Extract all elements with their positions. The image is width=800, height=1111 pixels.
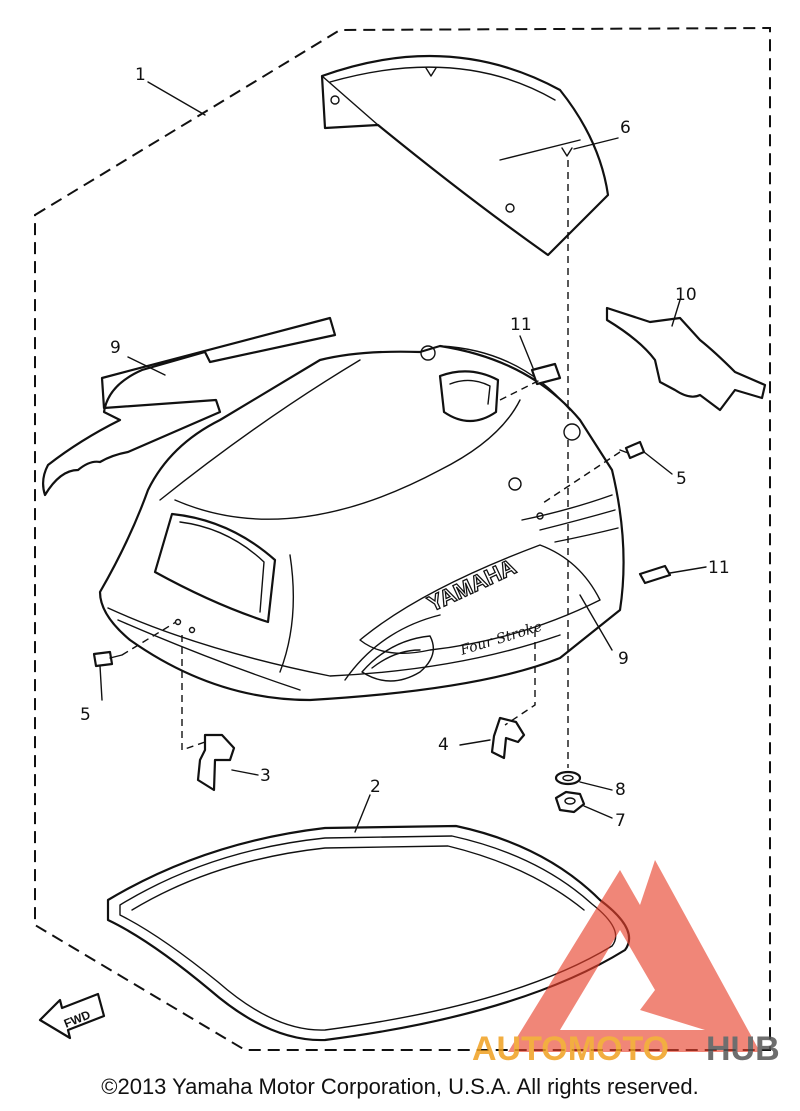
callout-5-left: 5 — [80, 705, 91, 725]
copyright-notice: ©2013 Yamaha Motor Corporation, U.S.A. A… — [101, 1074, 699, 1099]
watermark-text-automoto: AUTOMOTO — [472, 1030, 669, 1068]
callout-9-right: 9 — [618, 649, 629, 669]
part-7-nut[interactable] — [554, 790, 586, 814]
part-11-upper-seal[interactable] — [530, 362, 562, 386]
part-6-top-cover[interactable] — [320, 54, 610, 257]
part-8-washer[interactable] — [554, 770, 582, 786]
part-1-top-cowling[interactable]: YAMAHA Four Stroke — [98, 344, 625, 702]
callout-2: 2 — [370, 777, 381, 797]
callout-11-lower: 11 — [708, 558, 730, 578]
fwd-direction-arrow: FWD — [38, 992, 106, 1040]
callout-1: 1 — [135, 65, 146, 85]
callout-10: 10 — [675, 285, 697, 305]
part-3-bracket[interactable] — [196, 733, 236, 792]
part-9-left-decal[interactable] — [41, 316, 337, 497]
part-4-bracket[interactable] — [490, 716, 526, 760]
callout-labels: 1 6 9 10 11 5 11 9 5 4 3 2 8 7 — [80, 65, 730, 831]
part-5-bolt-left[interactable] — [92, 650, 123, 668]
part-11-lower-seal[interactable] — [638, 564, 672, 585]
callout-3: 3 — [260, 766, 271, 786]
part-5-bolt-right[interactable] — [619, 440, 646, 460]
callout-11-upper: 11 — [510, 315, 532, 335]
callout-9-left: 9 — [110, 338, 121, 358]
callout-4: 4 — [438, 735, 449, 755]
callout-7: 7 — [615, 811, 626, 831]
watermark-triangle-logo — [508, 860, 760, 1052]
callout-5-right: 5 — [676, 469, 687, 489]
assembly-boundary — [34, 26, 771, 1051]
watermark-logo: AUTOMOTO HUB — [472, 860, 780, 1068]
callout-8: 8 — [615, 780, 626, 800]
watermark-text-hub: HUB — [706, 1030, 780, 1068]
callout-6: 6 — [620, 118, 631, 138]
part-10-right-decal[interactable] — [605, 306, 767, 412]
leader-lines — [99, 81, 707, 833]
